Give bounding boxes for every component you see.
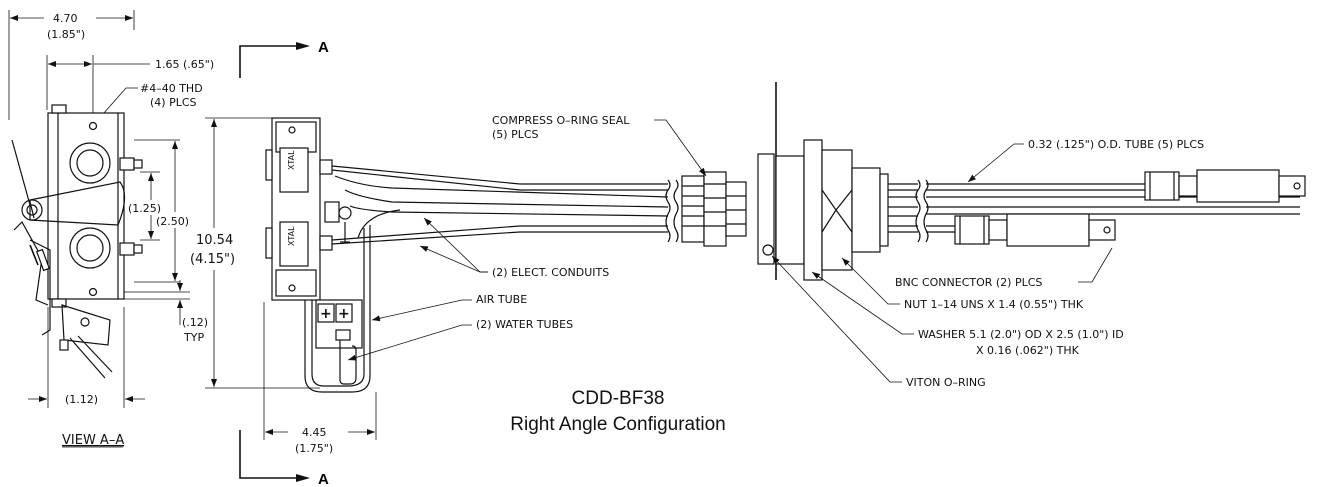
bulkhead <box>757 82 889 281</box>
dim-spacing-large: (2.50) <box>156 215 189 228</box>
dim-hole-offset: 1.65 (.65") <box>155 58 214 71</box>
callout-washer-2: X 0.16 (.062") THK <box>976 344 1080 357</box>
callout-viton: VITON O–RING <box>906 376 986 389</box>
callout-oring-count: (5) PLCS <box>492 128 539 141</box>
oring-seals <box>681 171 747 247</box>
callouts: COMPRESS O–RING SEAL (5) PLCS 0.32 (.125… <box>347 114 1204 389</box>
svg-text:+: + <box>320 306 332 322</box>
dim-spacing-small: (1.25) <box>128 202 161 215</box>
title-line-1: CDD-BF38 <box>572 388 665 409</box>
right-tubes <box>888 169 1306 247</box>
callout-washer-1: WASHER 5.1 (2.0") OD X 2.5 (1.0") ID <box>918 328 1124 341</box>
callout-air-tube: AIR TUBE <box>476 293 527 306</box>
plate-text-lower: XTAL <box>287 226 296 246</box>
section-line: A A <box>239 39 329 487</box>
callout-bnc: BNC CONNECTOR (2) PLCS <box>895 276 1042 289</box>
break-marks <box>665 179 679 243</box>
callout-od-tube: 0.32 (.125") O.D. TUBE (5) PLCS <box>1028 138 1204 151</box>
callout-elect-conduits: (2) ELECT. CONDUITS <box>492 266 609 279</box>
dim-width-in: (1.85") <box>47 28 85 41</box>
section-mark-bottom: A <box>318 471 329 487</box>
callout-water-tubes: (2) WATER TUBES <box>476 318 573 331</box>
dim-offset-12: (.12) <box>182 316 208 329</box>
thread-count: (4) PLCS <box>150 96 197 109</box>
callout-oring-seal: COMPRESS O–RING SEAL <box>492 114 630 127</box>
thread-callout: #4–40 THD <box>140 82 203 95</box>
main-assembly: 10.54 (4.15") XTAL XTAL + + <box>190 117 669 455</box>
view-a-a: 4.70 (1.85") 1.65 (.65") #4–40 THD (4) P… <box>8 10 214 448</box>
dim-base-112: (1.12) <box>65 393 98 406</box>
section-mark-top: A <box>318 39 329 56</box>
dim-typ: TYP <box>183 331 204 344</box>
title-line-2: Right Angle Configuration <box>510 414 725 435</box>
dim-height-mm: 10.54 <box>196 233 233 248</box>
svg-text:+: + <box>338 306 350 322</box>
diagram-title: CDD-BF38 Right Angle Configuration <box>510 388 725 435</box>
plate-text-upper: XTAL <box>287 150 296 170</box>
view-label: VIEW A–A <box>62 433 124 448</box>
dim-depth-in: (1.75") <box>295 442 333 455</box>
dim-height-in: (4.15") <box>190 252 235 267</box>
callout-nut: NUT 1–14 UNS X 1.4 (0.55") THK <box>904 298 1084 311</box>
dim-width-mm: 4.70 <box>53 12 78 25</box>
dim-depth-mm: 4.45 <box>302 426 327 439</box>
